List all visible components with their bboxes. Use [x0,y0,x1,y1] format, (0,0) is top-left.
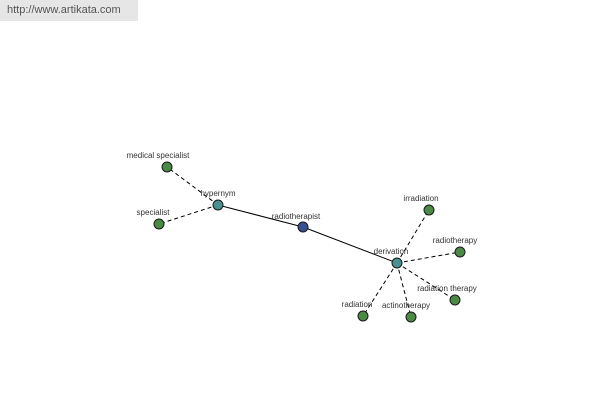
edge-center-derivation [302,226,398,264]
source-url-text[interactable]: http://www.artikata.com [7,4,121,16]
edge-derivation-radiation [362,262,398,317]
node-radiation-therapy[interactable] [449,294,461,306]
node-label-hypernym[interactable]: hypernym [200,189,235,198]
edge-center-hypernym [217,204,304,228]
node-label-irradiation[interactable]: irradiation [403,194,438,203]
edge-hypernym-specialist [158,204,219,225]
node-hypernym[interactable] [212,199,224,211]
edge-derivation-radiation-therapy [396,262,456,301]
node-radiation[interactable] [357,310,369,322]
node-derivation[interactable] [391,257,403,269]
node-label-derivation[interactable]: derivation [374,247,409,256]
node-label-actinotherapy[interactable]: actinotherapy [382,301,430,310]
edge-hypernym-medical-specialist [166,166,219,206]
node-radiotherapy[interactable] [454,246,466,258]
node-label-specialist[interactable]: specialist [137,208,171,217]
graph-nodes [153,161,466,323]
node-label-medical-specialist[interactable]: medical specialist [127,151,190,160]
node-label-radiation[interactable]: radiation [342,300,373,309]
node-label-radiotherapy[interactable]: radiotherapy [433,236,477,245]
node-medical-specialist[interactable] [161,161,173,173]
source-url-banner[interactable]: http://www.artikata.com [0,0,138,21]
node-center[interactable] [297,221,309,233]
node-label-center[interactable]: radiotherapist [272,212,321,221]
edge-derivation-actinotherapy [396,262,412,318]
node-specialist[interactable] [153,218,165,230]
edge-derivation-irradiation [396,209,430,264]
node-irradiation[interactable] [423,204,435,216]
node-label-radiation-therapy[interactable]: radiation therapy [417,284,477,293]
edge-derivation-radiotherapy [396,251,461,264]
graph-edges [158,166,461,318]
node-actinotherapy[interactable] [405,311,417,323]
graph-labels: radiotherapist hypernym derivation medical … [127,151,478,310]
